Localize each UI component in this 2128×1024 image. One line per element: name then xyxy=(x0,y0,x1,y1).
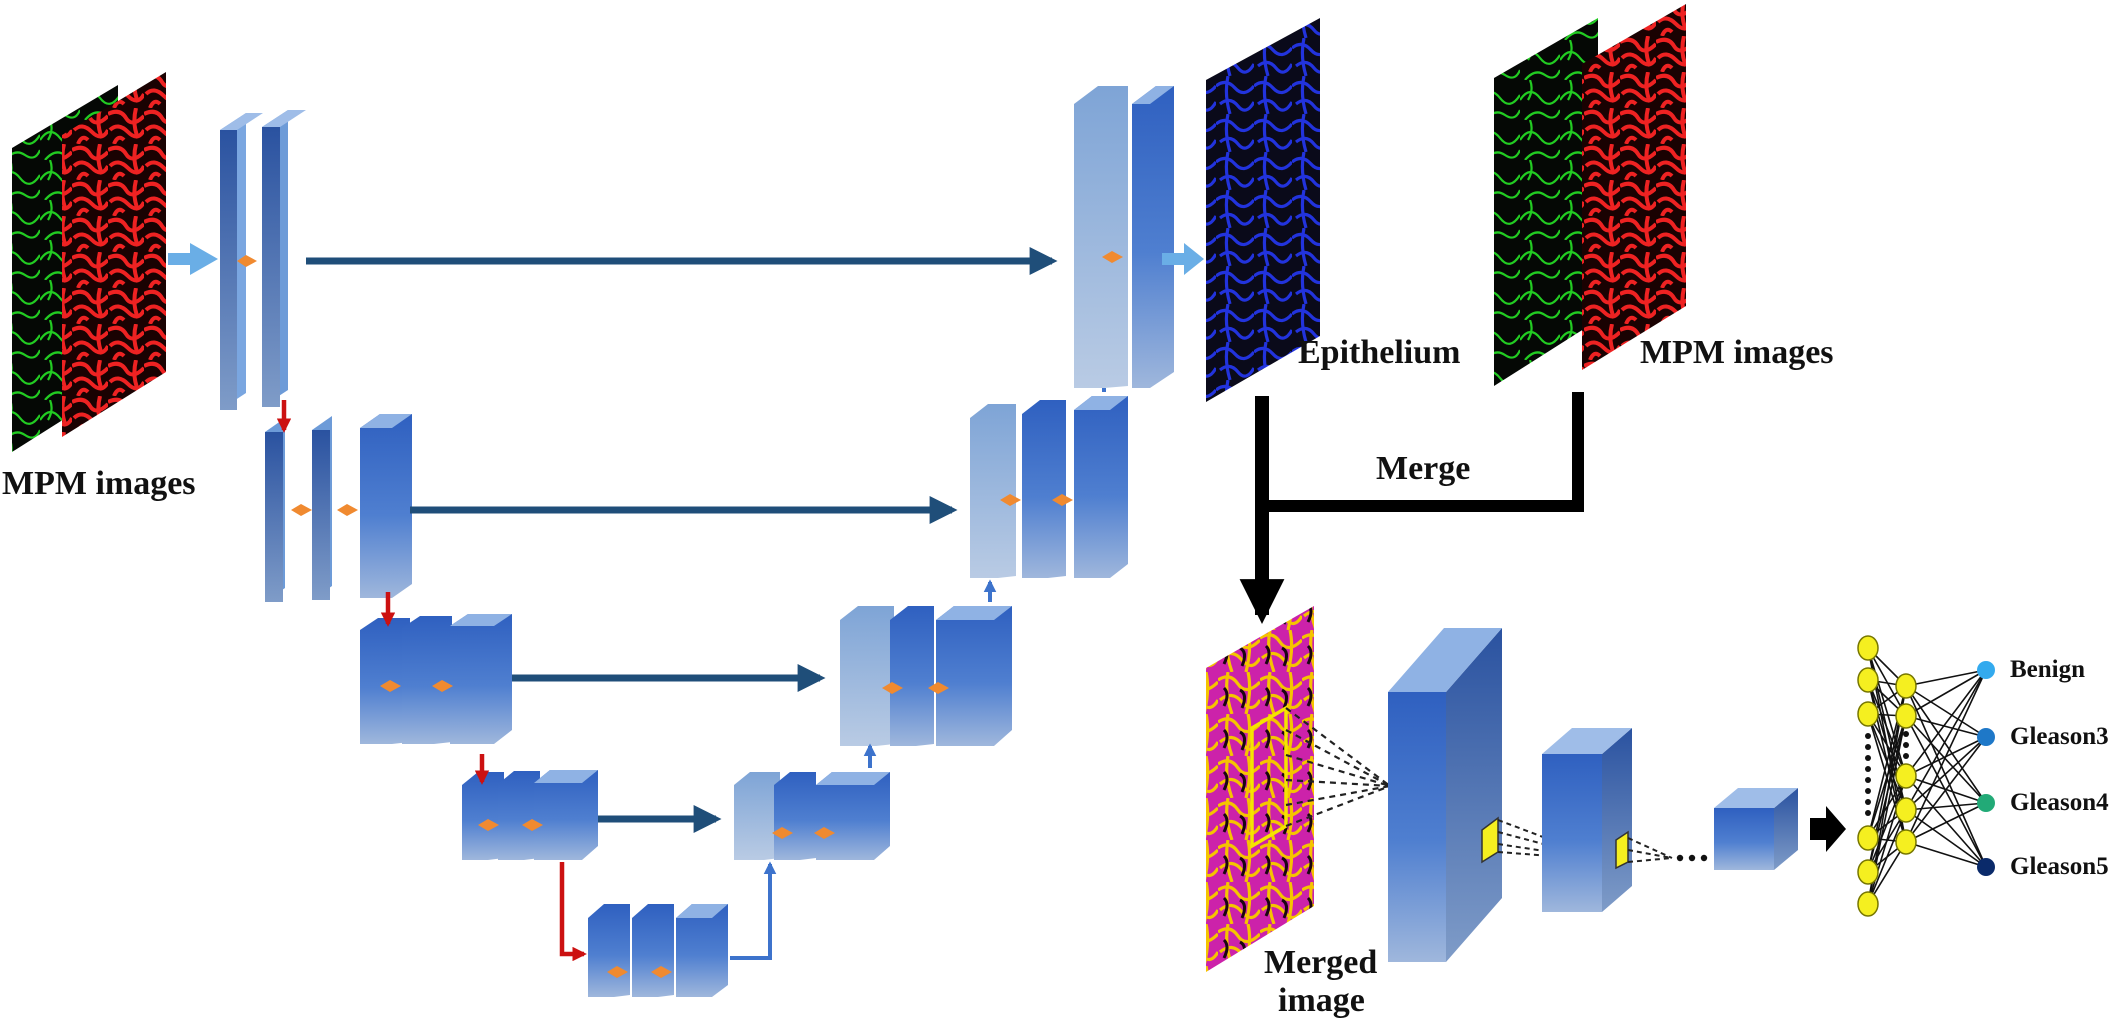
decoder-level-2 xyxy=(970,396,1128,578)
upsample-arrows xyxy=(730,388,1106,960)
conv-operation-icon xyxy=(607,966,628,978)
conv-operation-icon xyxy=(772,827,793,839)
fc-neuron-l1-1 xyxy=(1857,667,1879,693)
decoder-level-1 xyxy=(1074,86,1174,388)
conv-operation-icon xyxy=(478,819,499,831)
class-output-nodes xyxy=(1977,661,1995,876)
decoder-level-3 xyxy=(840,606,1012,746)
downsample-arrow-4 xyxy=(559,862,587,962)
input-mpm-image-stack xyxy=(12,72,166,452)
dense-input-arrow xyxy=(1810,806,1846,852)
fc-layer-1-ellipsis-dot xyxy=(1865,755,1871,761)
merged-image-label-line2: image xyxy=(1278,982,1365,1019)
downsample-arrows xyxy=(276,400,587,962)
fc-layer-1-ellipsis-dot xyxy=(1865,810,1871,816)
encoder-level-1 xyxy=(220,110,306,410)
gleason3-output-node xyxy=(1977,728,1995,746)
bottleneck-block xyxy=(588,904,728,997)
gleason4-output-node xyxy=(1977,794,1995,812)
mpm-images-right-label: MPM images xyxy=(1640,334,1834,371)
conv-operation-icon xyxy=(1102,251,1123,263)
right-green-channel-image xyxy=(1494,18,1598,386)
encoder-level-4 xyxy=(462,770,598,860)
merged-image-label-line1: Merged xyxy=(1264,944,1378,981)
merge-connector xyxy=(1239,392,1584,624)
conv-operation-icon xyxy=(1052,494,1073,506)
fc-layer-1-neurons xyxy=(1857,635,1879,917)
patch-projection-lines xyxy=(1285,707,1391,828)
cnn-conv-block-1 xyxy=(1388,628,1502,962)
cnn-conv-block-2 xyxy=(1542,728,1632,912)
right-red-channel-image xyxy=(1582,4,1686,370)
encoder-level-3 xyxy=(360,614,512,744)
fc-neuron-l2-4 xyxy=(1895,829,1917,855)
input-arrow xyxy=(168,243,218,275)
fc-neuron-l1-4 xyxy=(1857,859,1879,885)
cnn-conv-block-3 xyxy=(1714,788,1798,870)
conv-operation-icon xyxy=(928,682,949,694)
conv-operation-icon xyxy=(291,504,312,516)
output-arrow xyxy=(1162,243,1204,275)
encoder-level-2 xyxy=(265,414,412,602)
merge-line-from-mpm xyxy=(1262,392,1584,512)
class-label-gleason5: Gleason5 xyxy=(2010,853,2109,880)
fc-neuron-l1-2 xyxy=(1857,701,1879,727)
merged-image-group xyxy=(1206,606,1391,972)
epithelium-image xyxy=(1206,18,1320,402)
fc-layer-1-ellipsis-dot xyxy=(1865,799,1871,805)
fc-layer-2-ellipsis-dot xyxy=(1903,753,1909,759)
ellipsis-dots xyxy=(1676,854,1708,862)
fc-layer-2-ellipsis-dot xyxy=(1903,742,1909,748)
conv-operation-icon xyxy=(814,827,835,839)
gleason5-output-node xyxy=(1977,858,1995,876)
conv-operation-icon xyxy=(337,504,358,516)
fc-neuron-l2-2 xyxy=(1895,763,1917,789)
fc-layer-1-ellipsis-dot xyxy=(1865,766,1871,772)
merged-image xyxy=(1206,606,1314,972)
decoder-level-4 xyxy=(734,772,890,860)
class-label-gleason4: Gleason4 xyxy=(2010,789,2109,816)
fc-neuron-l1-0 xyxy=(1857,635,1879,661)
conv-operation-icon xyxy=(882,682,903,694)
fc-layer-2-neurons xyxy=(1895,673,1917,855)
upsample-arrow-1 xyxy=(730,861,777,960)
benign-output-node xyxy=(1977,661,1995,679)
epithelium-label: Epithelium xyxy=(1298,334,1461,371)
conv-operation-icon xyxy=(522,819,543,831)
fc-layer-1-ellipsis-dot xyxy=(1865,744,1871,750)
fc-neuron-l1-5 xyxy=(1857,891,1879,917)
skip-connections xyxy=(306,247,1058,833)
fully-connected-network xyxy=(1857,635,1987,917)
class-label-benign: Benign xyxy=(2010,656,2086,683)
merge-label: Merge xyxy=(1376,450,1471,487)
fc-layer-1-ellipsis-dot xyxy=(1865,788,1871,794)
conv-operation-icon xyxy=(432,680,453,692)
conv-operation-icon xyxy=(380,680,401,692)
fc-neuron-l2-3 xyxy=(1895,797,1917,823)
fc-layer-1-ellipsis-dot xyxy=(1865,733,1871,739)
conv-operation-icon xyxy=(1000,494,1021,506)
mpm-image-stack-right xyxy=(1494,4,1686,386)
fc-neuron-l1-3 xyxy=(1857,825,1879,851)
fc-layer-1-ellipsis-dot xyxy=(1865,777,1871,783)
fc-layer-2-ellipsis-dot xyxy=(1903,731,1909,737)
input-mpm-images-label: MPM images xyxy=(2,465,196,502)
class-label-gleason3: Gleason3 xyxy=(2010,723,2109,750)
input-red-channel-image xyxy=(62,72,166,437)
conv-operation-icon xyxy=(651,966,672,978)
fc-neuron-l2-0 xyxy=(1895,673,1917,699)
cnn-kernel-2 xyxy=(1615,830,1673,870)
fc-neuron-l2-1 xyxy=(1895,703,1917,729)
conv-operation-icon xyxy=(237,255,257,267)
